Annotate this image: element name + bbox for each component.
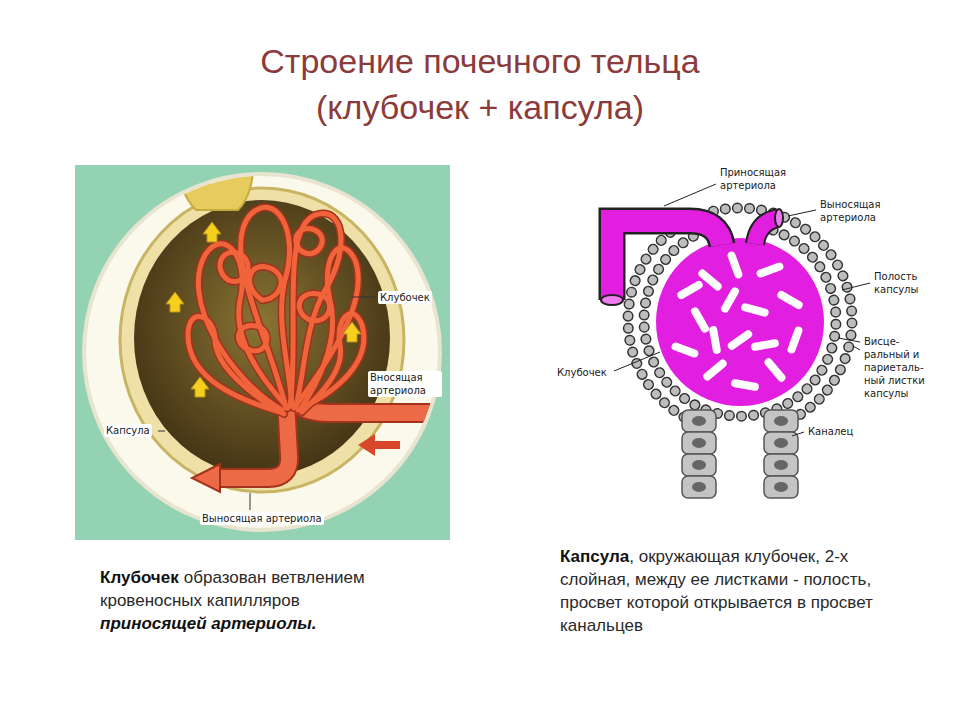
parietal-layer bbox=[628, 208, 852, 417]
leader-line bbox=[853, 346, 860, 350]
capillary-gap bbox=[702, 358, 729, 382]
leader-line bbox=[158, 431, 165, 432]
capsule-wall bbox=[120, 188, 404, 492]
afferent-arteriole bbox=[612, 221, 722, 300]
capillary-gap bbox=[720, 286, 741, 314]
caption-text: Капсула, окружающая клубочек, 2-х слойна… bbox=[560, 545, 905, 637]
capillary-gap bbox=[776, 290, 804, 311]
tubule bbox=[176, 150, 254, 210]
flow-arrow bbox=[358, 434, 400, 456]
picture-ground bbox=[75, 165, 450, 540]
afferent-arteriole bbox=[612, 221, 722, 300]
part-label: Выносящая артериола bbox=[200, 512, 324, 525]
part-label: Приносящая артериола bbox=[718, 166, 804, 192]
caption-term: Капсула bbox=[560, 547, 629, 566]
part-label: Каналец bbox=[806, 425, 855, 438]
cell-nucleus bbox=[692, 482, 706, 492]
capillary-gap bbox=[786, 325, 803, 354]
tubule-cell bbox=[764, 454, 798, 476]
leader-line bbox=[788, 210, 816, 216]
leader-line bbox=[352, 297, 376, 298]
tubule-cell bbox=[764, 410, 798, 432]
capillary-gap bbox=[740, 303, 769, 318]
capillary-gap bbox=[697, 268, 724, 292]
capillary-gap bbox=[763, 357, 787, 384]
cell-nuclei bbox=[692, 416, 788, 492]
flow-arrow bbox=[192, 464, 220, 492]
caption-text: Клубочекобразован ветвлением кровеносных… bbox=[100, 566, 430, 635]
leader-line bbox=[842, 283, 870, 290]
glomerulus-schematic bbox=[656, 238, 824, 406]
filtrate-arrow bbox=[166, 292, 184, 312]
cell-nucleus bbox=[774, 416, 788, 426]
capillary-gap bbox=[670, 341, 699, 358]
leader-line bbox=[250, 493, 251, 510]
capsule-cavity bbox=[134, 200, 390, 476]
filtrate-arrow bbox=[343, 322, 361, 342]
part-label: Висце- ральный и париеталь- ный листки к… bbox=[862, 335, 938, 400]
part-label: Капсула bbox=[104, 424, 152, 437]
tubule-cells bbox=[682, 410, 798, 498]
parietal-layer bbox=[628, 208, 852, 417]
capillary-gaps bbox=[670, 250, 804, 391]
capillary-gap bbox=[690, 306, 711, 334]
tubule-cell bbox=[764, 476, 798, 498]
visceral-layer bbox=[644, 230, 836, 416]
magnifier-circle bbox=[84, 174, 440, 530]
part-label: Выносящая артериола bbox=[818, 198, 900, 224]
filtrate-arrow bbox=[191, 377, 209, 397]
leader-line bbox=[792, 432, 804, 436]
cell-nucleus bbox=[692, 416, 706, 426]
caption-term: приносящей артериолы. bbox=[100, 612, 430, 635]
part-label: Полость капсулы bbox=[872, 270, 938, 296]
caption-term: Клубочек bbox=[100, 568, 179, 587]
leader-line bbox=[664, 184, 716, 206]
cell-nucleus bbox=[774, 438, 788, 448]
part-label: Клубочек bbox=[378, 291, 432, 304]
capillary-gap bbox=[709, 326, 722, 355]
filtrate-arrow bbox=[203, 222, 221, 242]
capillary-gap bbox=[726, 329, 754, 352]
capillary-gap bbox=[676, 280, 704, 301]
visceral-layer bbox=[644, 230, 836, 416]
tubule-cell bbox=[682, 454, 716, 476]
cell-nucleus bbox=[692, 438, 706, 448]
leader-line bbox=[614, 352, 660, 371]
capillary-gap bbox=[751, 339, 780, 352]
page-title: Строение почечного тельца (клубочек + ка… bbox=[230, 38, 730, 130]
vessel-opening bbox=[601, 295, 623, 305]
tubule-cell bbox=[682, 476, 716, 498]
capillary-gap bbox=[726, 250, 743, 279]
capillary-gap bbox=[755, 261, 784, 278]
tubule-cell bbox=[682, 432, 716, 454]
tubule-cell bbox=[682, 410, 716, 432]
glomerulus-illustration bbox=[120, 150, 460, 492]
capillary-loops bbox=[188, 207, 364, 414]
capillary-gap bbox=[731, 379, 760, 392]
leader-line bbox=[838, 338, 860, 342]
cell-nucleus bbox=[692, 460, 706, 470]
cell-nucleus bbox=[774, 460, 788, 470]
part-label: Вносящая артериола bbox=[368, 371, 442, 397]
part-label: Клубочек bbox=[555, 366, 609, 379]
capillary-loops bbox=[188, 207, 364, 414]
cell-nucleus bbox=[774, 482, 788, 492]
vessel-opening bbox=[775, 209, 783, 227]
